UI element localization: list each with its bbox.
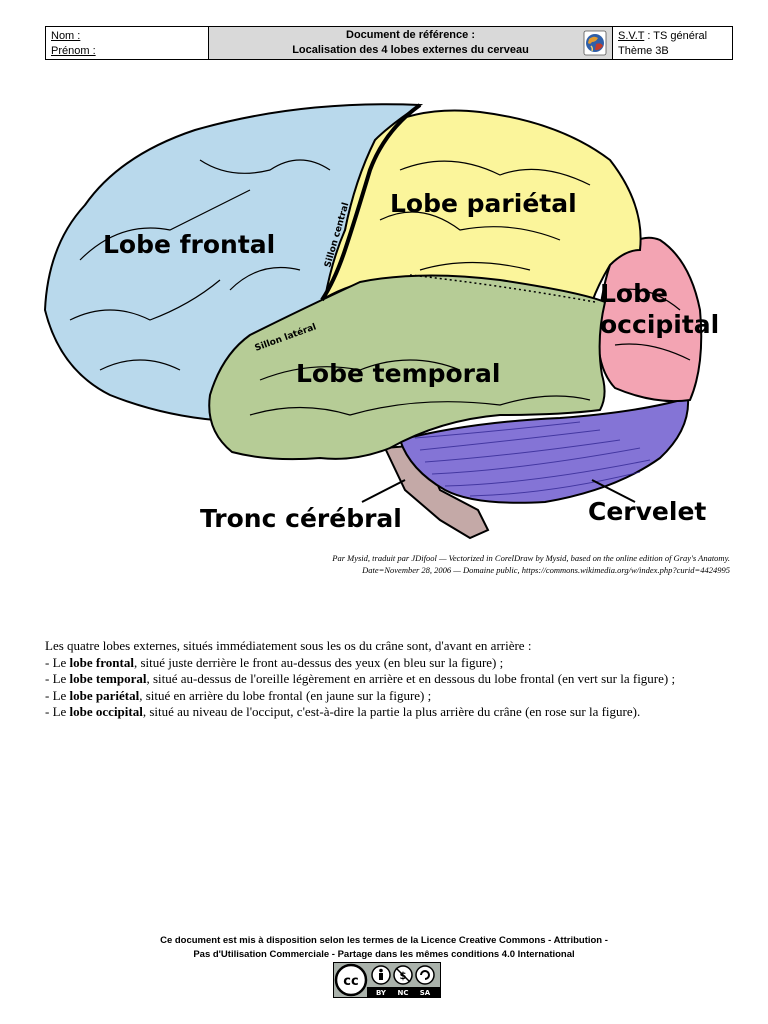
license-line-1: Ce document est mis à disposition selon … (160, 935, 608, 946)
list-item: - Le lobe pariétal, situé en arrière du … (45, 687, 432, 703)
label-occipital-2: occipital (600, 310, 719, 339)
globe-logo-icon (583, 30, 607, 56)
list-item: - Le lobe frontal, situé juste derrière … (45, 654, 504, 670)
subject-cell: S.V.T : TS général Thème 3B (613, 27, 732, 59)
label-cervelet: Cervelet (588, 497, 706, 526)
label-parietal: Lobe pariétal (390, 189, 577, 218)
subject-rest: : TS général (644, 30, 708, 42)
figure-credit-line-2: Date=November 28, 2006 — Domaine public,… (362, 565, 730, 575)
document-title: Document de référence : Localisation des… (292, 28, 529, 58)
name-cell: Nom : Prénom : (46, 27, 209, 59)
cc-license-badge-icon: cc $ BY NC SA (333, 962, 441, 998)
title-line-2: Localisation des 4 lobes externes du cer… (292, 44, 529, 56)
label-frontal: Lobe frontal (103, 230, 275, 259)
figure-credit-line-1: Par Mysid, traduit par JDifool — Vectori… (332, 553, 730, 563)
description-text: Les quatre lobes externes, situés immédi… (45, 638, 735, 721)
label-tronc: Tronc cérébral (200, 504, 402, 533)
prenom-label: Prénom : (51, 45, 96, 57)
list-item: - Le lobe temporal, situé au-dessus de l… (45, 671, 676, 686)
license-footer: Ce document est mis à disposition selon … (0, 934, 768, 962)
license-line-2: Pas d'Utilisation Commerciale - Partage … (193, 949, 575, 960)
list-item: - Le lobe occipital, situé au niveau de … (45, 704, 641, 719)
label-temporal: Lobe temporal (296, 359, 500, 388)
label-occipital-1: Lobe (600, 279, 668, 308)
intro-paragraph: Les quatre lobes externes, situés immédi… (45, 638, 532, 653)
nom-label: Nom : (51, 30, 81, 42)
brain-figure: Lobe frontal Lobe pariétal Lobe occipita… (43, 103, 719, 540)
badge-cc-text: cc (343, 974, 358, 989)
badge-sa-text: SA (420, 989, 431, 997)
temporal-region (208, 274, 607, 461)
badge-by-text: BY (376, 989, 387, 997)
subject-abbr: S.V.T (618, 30, 645, 42)
title-line-1: Document de référence : (346, 29, 475, 41)
badge-nc-text: NC (398, 989, 409, 997)
header-table: Nom : Prénom : Document de référence : L… (45, 26, 733, 60)
title-cell: Document de référence : Localisation des… (209, 27, 613, 59)
svg-text:$: $ (400, 971, 407, 982)
theme-label: Thème 3B (618, 45, 669, 57)
